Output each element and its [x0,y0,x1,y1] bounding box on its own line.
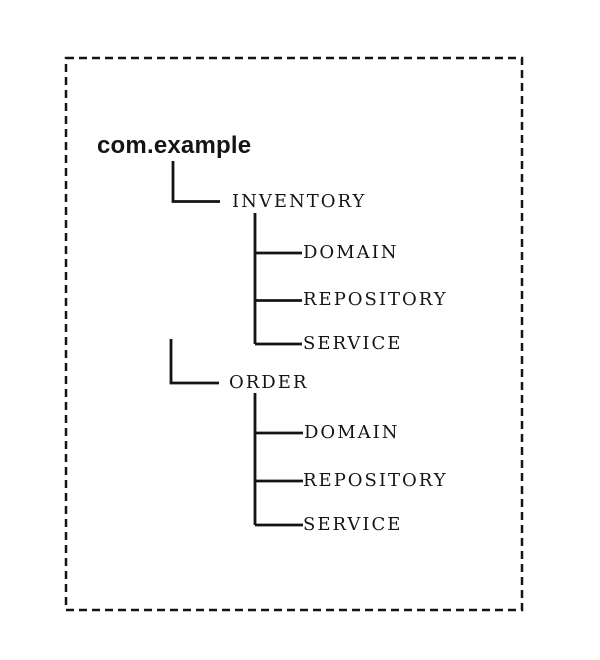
package-order-repository-label: REPOSITORY [303,470,448,491]
dashed-border [64,56,524,612]
package-order-domain-label: DOMAIN [304,422,400,443]
package-inventory-domain-label: DOMAIN [303,242,399,263]
package-inventory-service-label: SERVICE [303,333,403,354]
connector-root-to-inventory [171,161,220,203]
package-inventory-repository-label: REPOSITORY [303,289,448,310]
package-inventory-label: INVENTORY [232,191,367,212]
package-root-label: com.example [97,132,252,159]
package-order-service-label: SERVICE [303,514,403,535]
connector-root-to-order [169,339,219,385]
package-order-label: ORDER [229,372,309,393]
